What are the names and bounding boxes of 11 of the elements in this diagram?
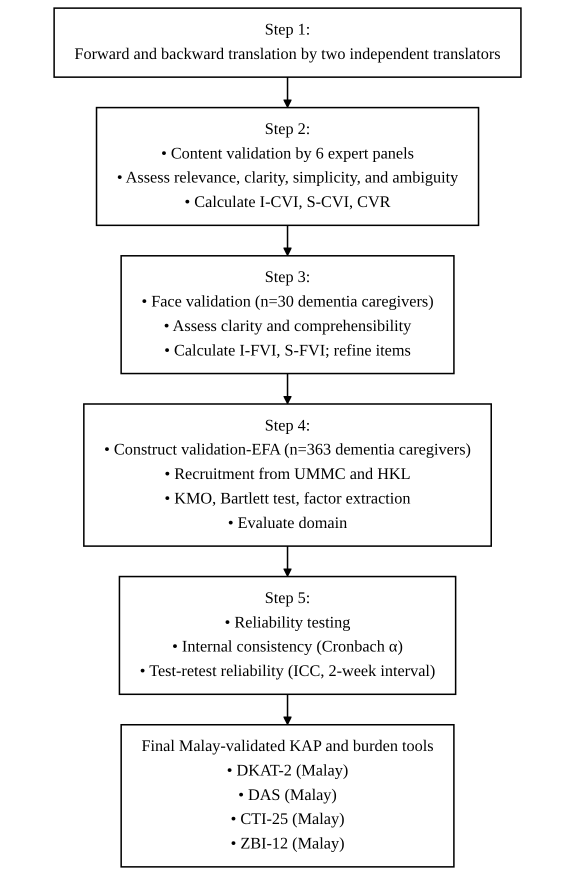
arrow (284, 374, 292, 404)
arrow (284, 546, 292, 577)
node-box: Step 4: • Construct validation-EFA (n=363 dementia caregivers) • Recruitment from UMMC and HKL • KMO, Bartlett test, factor extraction • Evaluate domain (84, 403, 492, 547)
node-box: Final Malay-validated KAP and burden tools • DKAT-2 (Malay) • DAS (Malay) • CTI-25 (Malay) • ZBI-12 (Malay) (120, 724, 456, 868)
node-box: Step 2: • Content validation by 6 expert panels • Assess relevance, clarity, simplicity, and ambiguity • Calculate I-CVI, S-CVI, CVR (96, 106, 480, 226)
node-box: Step 3: • Face validation (n=30 dementia caregivers) • Assess clarity and comprehensibility • Calculate I-FVI, S-FVI; refine items (120, 255, 456, 374)
node-box: Step 5: • Reliability testing • Internal consistency (Cronbach α) • Test-retest reliability (ICC, 2-week interval) (119, 576, 457, 696)
arrow (284, 694, 292, 726)
arrow (284, 77, 292, 108)
arrow (284, 225, 292, 256)
node-box: Step 1: Forward and backward translation by two independent translators (54, 7, 522, 78)
